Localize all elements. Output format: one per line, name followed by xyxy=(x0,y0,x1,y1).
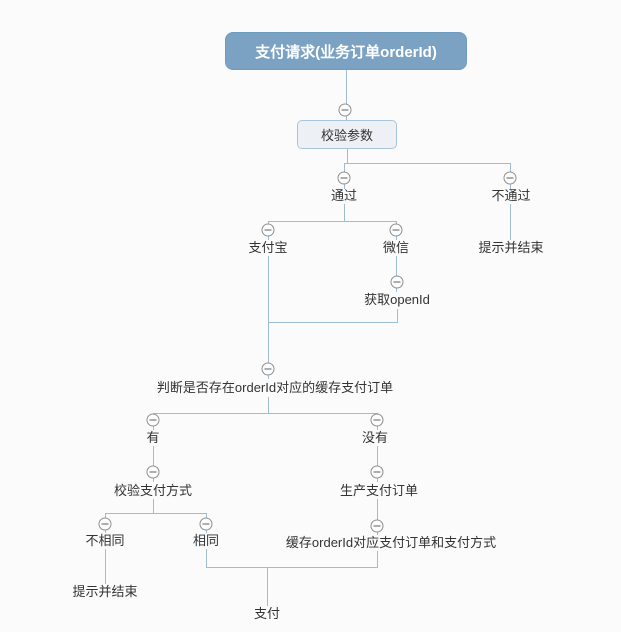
node-wechat[interactable]: 微信 xyxy=(382,240,410,255)
node-fail[interactable]: 不通过 xyxy=(491,188,531,203)
connector-line xyxy=(397,309,398,322)
node-same[interactable]: 相同 xyxy=(192,533,220,548)
node-alipay[interactable]: 支付宝 xyxy=(248,240,288,255)
node-check-params[interactable]: 校验参数 xyxy=(297,120,397,149)
connector-line xyxy=(268,322,269,379)
node-payment-request[interactable]: 支付请求(业务订单orderId) xyxy=(225,32,467,70)
connector-line xyxy=(346,70,347,120)
collapse-icon[interactable] xyxy=(261,362,275,376)
connector-line xyxy=(153,446,154,482)
connector-line xyxy=(268,322,398,323)
connector-line xyxy=(206,567,378,568)
node-has-not[interactable]: 没有 xyxy=(361,430,389,445)
connector-line xyxy=(377,499,378,535)
connector-line xyxy=(153,499,154,513)
connector-line xyxy=(153,413,377,414)
node-pay[interactable]: 支付 xyxy=(253,606,281,621)
connector-line xyxy=(344,204,345,221)
connector-line xyxy=(510,204,511,240)
collapse-icon[interactable] xyxy=(146,413,160,427)
node-verify-pay-method[interactable]: 校验支付方式 xyxy=(113,483,193,498)
connector-line xyxy=(344,163,511,164)
connector-line xyxy=(105,549,106,584)
connector-line xyxy=(377,446,378,482)
collapse-icon[interactable] xyxy=(503,171,517,185)
collapse-icon[interactable] xyxy=(98,517,112,531)
node-get-openid[interactable]: 获取openId xyxy=(364,292,430,307)
collapse-icon[interactable] xyxy=(337,171,351,185)
node-pass[interactable]: 通过 xyxy=(330,188,358,203)
connector-line xyxy=(268,256,269,322)
collapse-icon[interactable] xyxy=(370,519,384,533)
connector-line xyxy=(396,256,397,292)
node-judge-cache[interactable]: 判断是否存在orderId对应的缓存支付订单 xyxy=(156,380,394,395)
connector-line xyxy=(105,513,206,514)
node-not-same-end[interactable]: 提示并结束 xyxy=(72,584,138,599)
node-create-pay-order[interactable]: 生产支付订单 xyxy=(339,483,419,498)
connector-line xyxy=(268,397,269,413)
connector-line xyxy=(347,149,348,163)
collapse-icon[interactable] xyxy=(199,517,213,531)
node-has[interactable]: 有 xyxy=(146,430,160,445)
collapse-icon[interactable] xyxy=(338,103,352,117)
collapse-icon[interactable] xyxy=(146,465,160,479)
connector-line xyxy=(268,221,397,222)
node-cache-order[interactable]: 缓存orderId对应支付订单和支付方式 xyxy=(285,535,497,550)
collapse-icon[interactable] xyxy=(370,465,384,479)
collapse-icon[interactable] xyxy=(261,223,275,237)
collapse-icon[interactable] xyxy=(390,275,404,289)
connector-line xyxy=(267,567,268,606)
collapse-icon[interactable] xyxy=(389,223,403,237)
connector-line xyxy=(377,551,378,567)
collapse-icon[interactable] xyxy=(370,413,384,427)
node-fail-end[interactable]: 提示并结束 xyxy=(478,240,544,255)
node-not-same[interactable]: 不相同 xyxy=(85,533,125,548)
connector-line xyxy=(206,549,207,567)
